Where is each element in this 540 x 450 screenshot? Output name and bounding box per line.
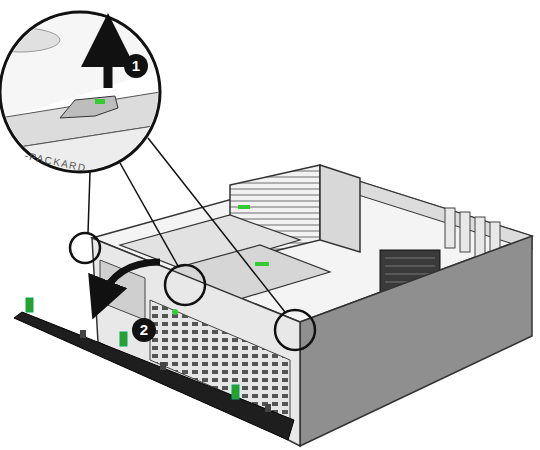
callout-number: 2 xyxy=(132,318,156,342)
callout-number: 1 xyxy=(124,54,148,78)
